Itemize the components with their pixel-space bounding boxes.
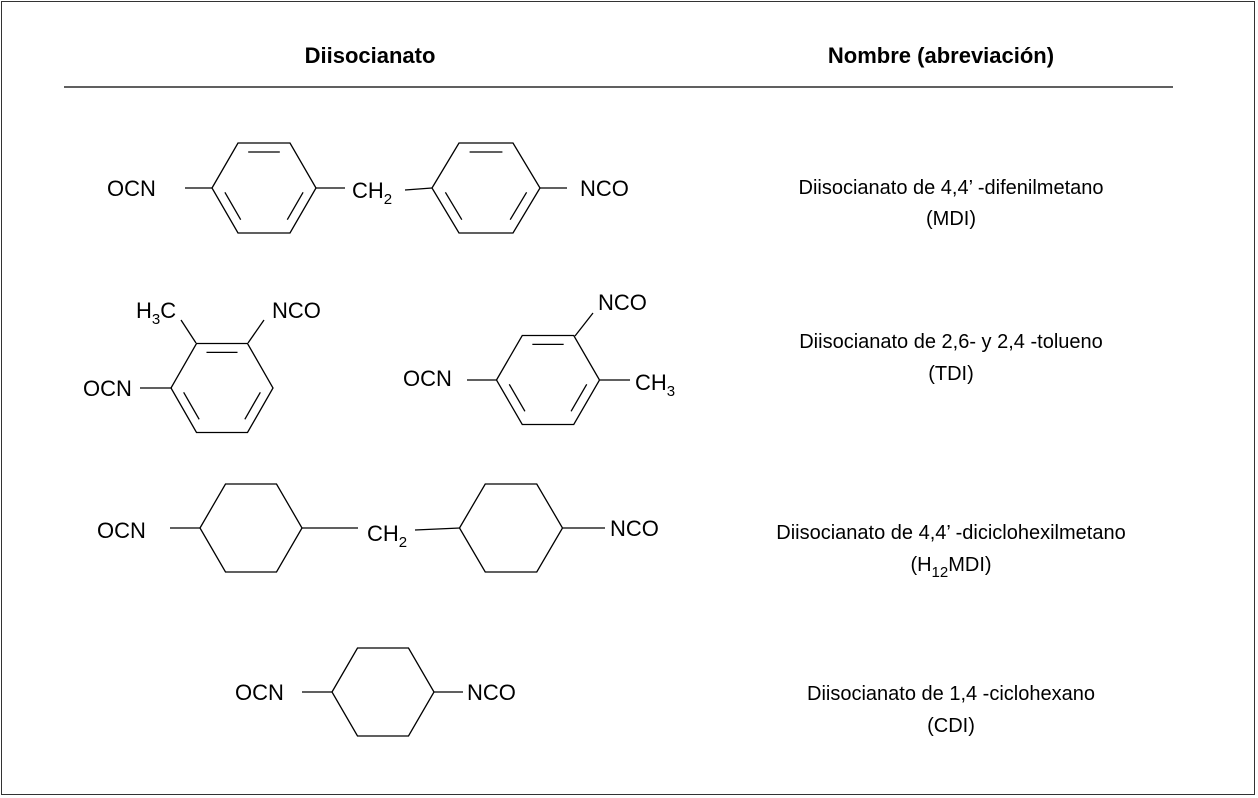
bond: [414, 527, 461, 531]
text-part: NCO: [272, 298, 321, 323]
subscript: 3: [667, 383, 675, 400]
compound-abbreviation: (MDI): [926, 208, 976, 230]
text-part: Diisocianato de 4,4’ -difenilmetano: [799, 177, 1104, 199]
compound-abbreviation: (CDI): [927, 715, 975, 737]
substituent-ocn: OCN: [97, 518, 146, 543]
text-part: (MDI): [926, 208, 976, 230]
bond: [247, 319, 265, 344]
cyclohexane-ring: [458, 483, 564, 573]
substituent-nco: NCO: [598, 290, 647, 315]
substituent-h3c: H3C: [136, 298, 176, 328]
substituent-nco: NCO: [467, 680, 516, 705]
cyclohexane-ring: [331, 647, 435, 737]
substituent-ocn: OCN: [107, 176, 156, 201]
text-part: OCN: [83, 376, 132, 401]
double-bond: [570, 383, 588, 412]
compound-abbreviation: (H12MDI): [910, 554, 991, 581]
bond: [574, 312, 594, 337]
bond: [180, 319, 197, 344]
text-part: NCO: [580, 176, 629, 201]
ring-bonds: [211, 142, 317, 234]
subscript: 2: [384, 191, 392, 208]
benzene-ring: [211, 142, 317, 234]
benzene-ring: [431, 142, 541, 234]
text-part: (TDI): [928, 363, 974, 385]
substituent-nco: NCO: [272, 298, 321, 323]
ring-bonds: [431, 142, 541, 234]
text-part: H: [136, 298, 152, 323]
substituent-nco: NCO: [580, 176, 629, 201]
text-part: CH: [352, 178, 384, 203]
compound-name: Diisocianato de 4,4’ -diciclohexilmetano: [776, 522, 1125, 544]
double-bond: [183, 391, 200, 420]
header-structure: Diisocianato: [305, 43, 436, 68]
text-part: (CDI): [927, 715, 975, 737]
substituent-ch3: CH3: [635, 370, 675, 400]
text-part: Diisocianato de 1,4 -ciclohexano: [807, 683, 1095, 705]
text-part: NCO: [467, 680, 516, 705]
ring-bonds: [331, 647, 435, 737]
ring-bonds: [458, 483, 564, 573]
substituent-ocn: OCN: [83, 376, 132, 401]
compound-abbreviation: (TDI): [928, 363, 974, 385]
ring-bonds: [170, 342, 274, 434]
substituent-ch2: CH2: [352, 178, 392, 208]
header-name: Nombre (abreviación): [828, 43, 1054, 68]
text-part: OCN: [107, 176, 156, 201]
substituent-ch2: CH2: [367, 521, 407, 551]
text-part: NCO: [610, 516, 659, 541]
cyclohexane-ring: [199, 483, 303, 573]
benzene-ring: [495, 334, 601, 426]
compound-name: Diisocianato de 4,4’ -difenilmetano: [799, 177, 1104, 199]
text-part: OCN: [403, 366, 452, 391]
double-bond: [509, 191, 528, 221]
double-bond: [444, 191, 463, 221]
ring-bonds: [495, 334, 601, 426]
double-bond: [286, 191, 304, 221]
double-bond: [224, 191, 242, 221]
subscript: 3: [152, 311, 160, 328]
text-part: Diisocianato de 4,4’ -diciclohexilmetano: [776, 522, 1125, 544]
bond: [404, 187, 433, 191]
substituent-ocn: OCN: [235, 680, 284, 705]
text-part: CH: [367, 521, 399, 546]
substituent-nco: NCO: [610, 516, 659, 541]
compound-name: Diisocianato de 1,4 -ciclohexano: [807, 683, 1095, 705]
subscript: 2: [399, 534, 407, 551]
ring-bonds: [199, 483, 303, 573]
text-part: MDI): [948, 554, 991, 576]
benzene-ring: [170, 342, 274, 434]
text-part: Diisocianato de 2,6- y 2,4 -tolueno: [799, 331, 1103, 353]
substituent-ocn: OCN: [403, 366, 452, 391]
text-part: CH: [635, 370, 667, 395]
compound-name: Diisocianato de 2,6- y 2,4 -tolueno: [799, 331, 1103, 353]
double-bond: [244, 391, 261, 420]
subscript: 12: [932, 564, 949, 581]
double-bond: [508, 383, 526, 412]
text-part: OCN: [97, 518, 146, 543]
text-part: NCO: [598, 290, 647, 315]
text-part: C: [160, 298, 176, 323]
text-part: OCN: [235, 680, 284, 705]
text-part: (H: [910, 554, 931, 576]
